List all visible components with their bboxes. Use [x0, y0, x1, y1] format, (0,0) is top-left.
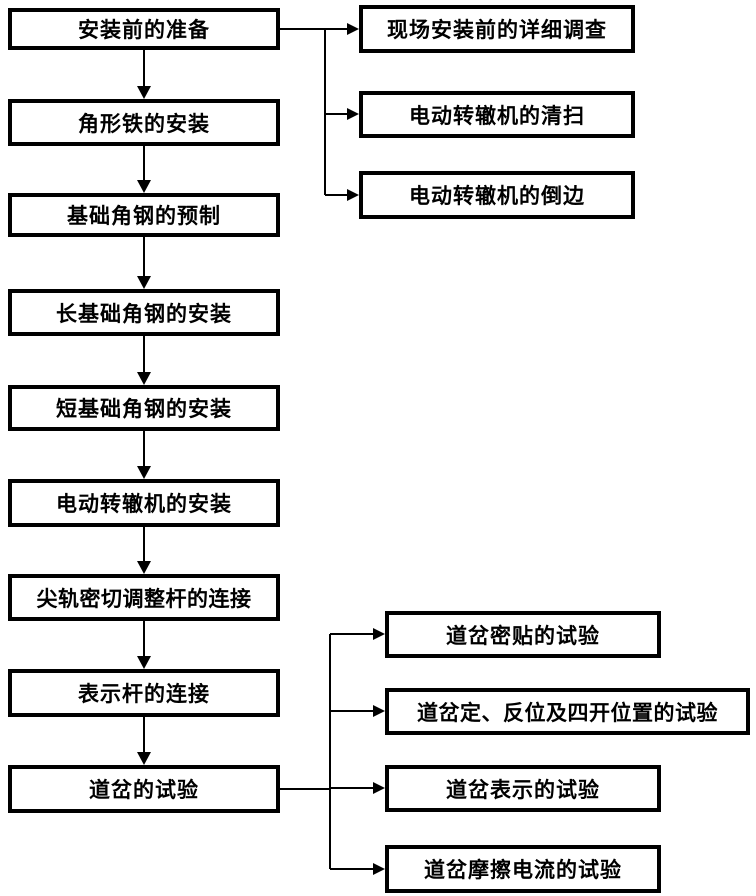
down-arrow-2-3 — [137, 146, 151, 193]
main-step-box: 尖轨密切调整杆的连接 — [8, 574, 280, 621]
main-step-box: 表示杆的连接 — [8, 669, 280, 717]
main-step-box: 短基础角钢的安装 — [8, 385, 280, 431]
branch-tests — [280, 628, 385, 875]
prep-substep-box: 电动转辙机的倒边 — [359, 171, 635, 219]
down-arrow-1-2 — [137, 50, 151, 99]
prep-substep-box: 现场安装前的详细调查 — [359, 5, 635, 53]
main-step-box: 长基础角钢的安装 — [8, 289, 280, 336]
main-step-box: 基础角钢的预制 — [8, 193, 280, 237]
main-step-box: 电动转辙机的安装 — [8, 479, 280, 527]
down-arrow-7-8 — [137, 621, 151, 669]
down-arrow-8-9 — [137, 717, 151, 765]
down-arrow-5-6 — [137, 431, 151, 479]
prep-substep-box: 电动转辙机的清扫 — [359, 91, 635, 138]
main-step-box: 道岔的试验 — [8, 765, 280, 813]
test-substep-box: 道岔定、反位及四开位置的试验 — [385, 688, 750, 735]
down-arrow-3-4 — [137, 237, 151, 289]
test-substep-box: 道岔密贴的试验 — [385, 611, 661, 658]
main-step-box: 角形铁的安装 — [8, 99, 280, 146]
down-arrow-4-5 — [137, 336, 151, 385]
main-step-box: 安装前的准备 — [8, 8, 280, 50]
test-substep-box: 道岔表示的试验 — [385, 765, 661, 812]
branch-prep — [280, 23, 359, 201]
test-substep-box: 道岔摩擦电流的试验 — [385, 845, 661, 893]
down-arrow-6-7 — [137, 527, 151, 574]
